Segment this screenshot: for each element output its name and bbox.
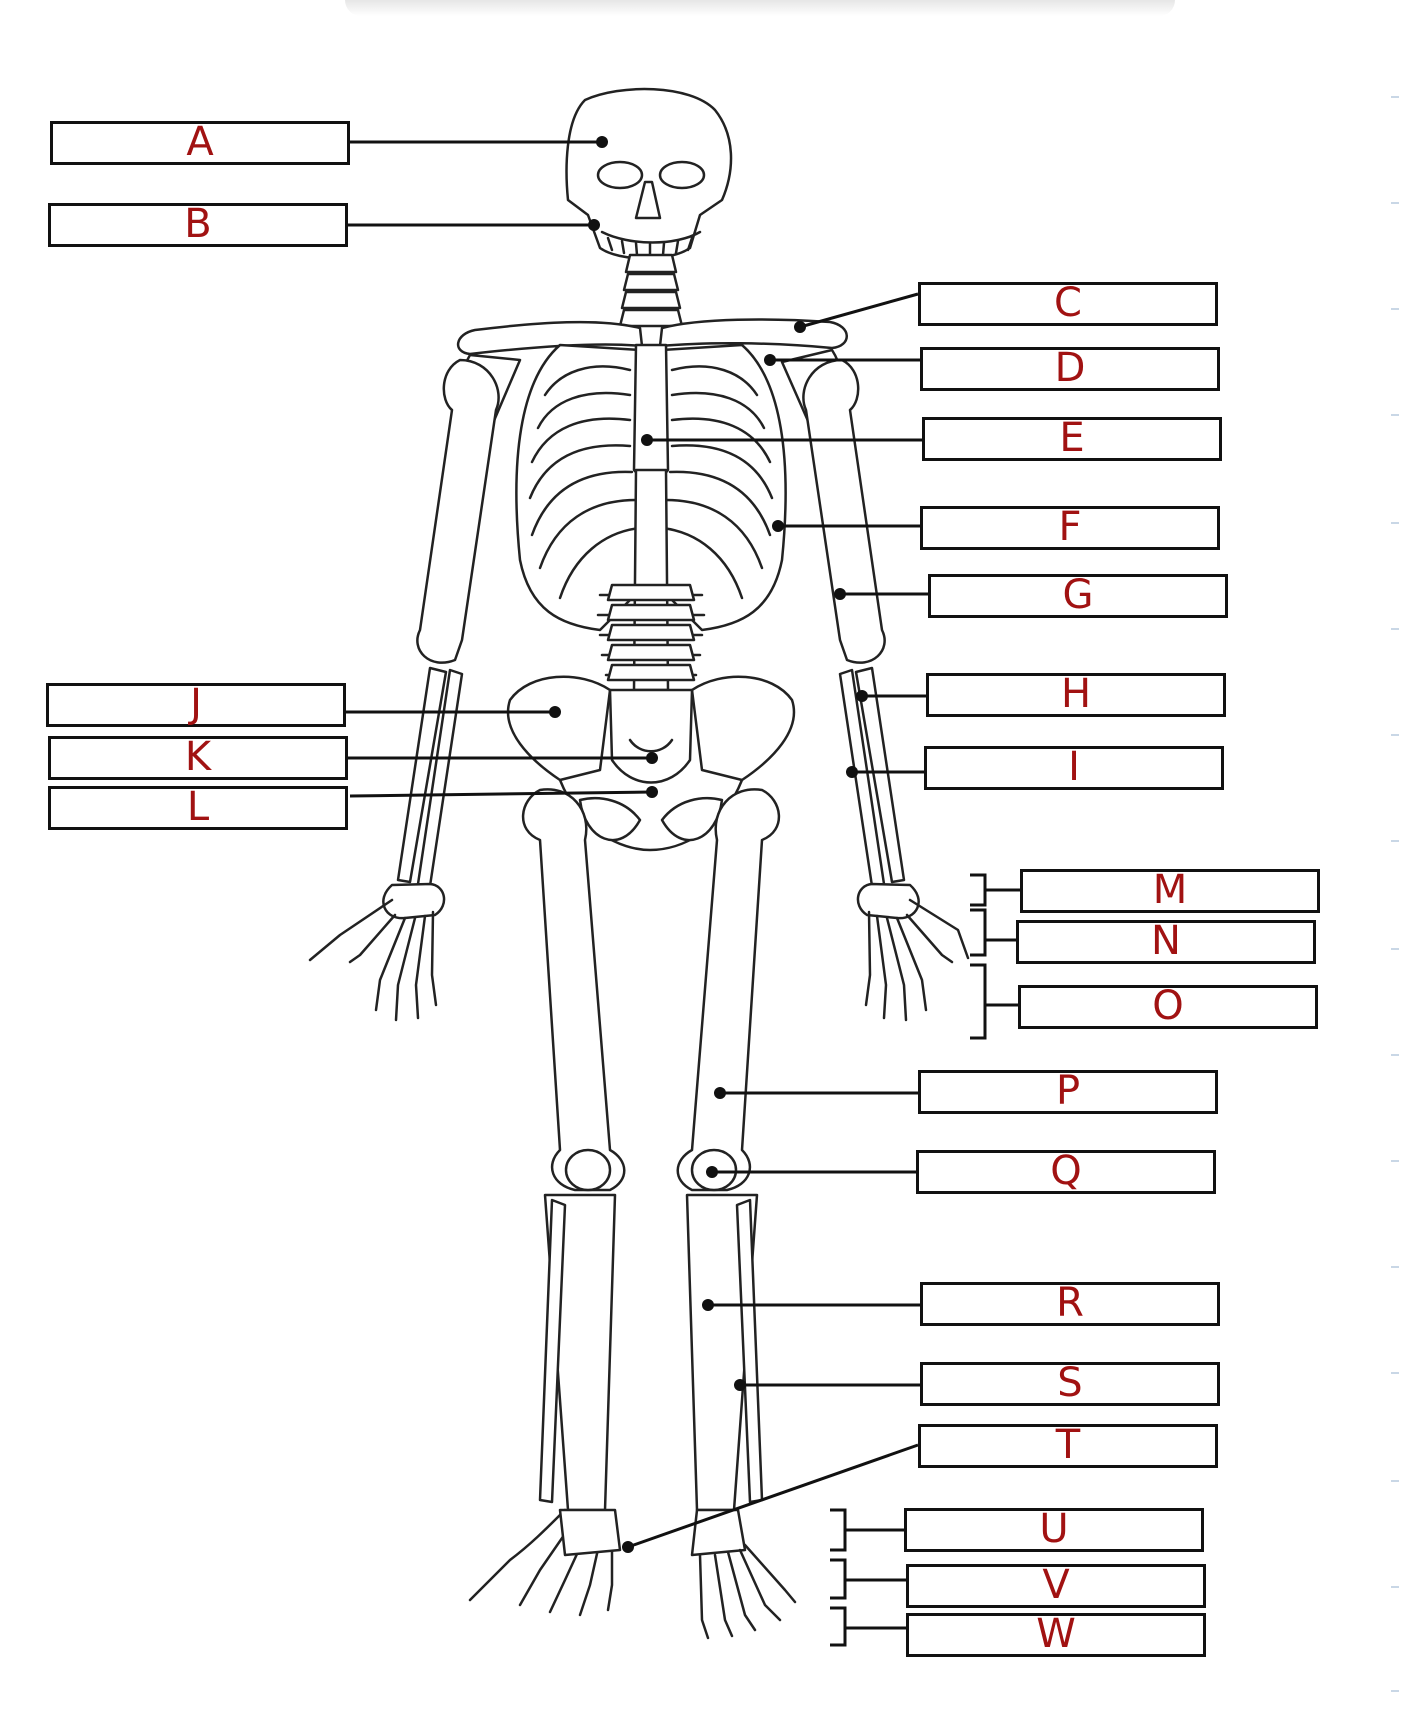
label-box-l[interactable]: L	[48, 786, 348, 830]
ruler-tick	[1391, 1480, 1399, 1482]
label-u: U	[1039, 1506, 1069, 1553]
ruler-tick	[1391, 414, 1399, 416]
label-d: D	[1054, 345, 1086, 392]
label-box-r[interactable]: R	[920, 1282, 1220, 1326]
label-f: F	[1058, 504, 1082, 551]
ruler-tick	[1391, 1690, 1399, 1692]
rib-cage	[515, 343, 787, 632]
label-l: L	[186, 784, 210, 831]
label-p: P	[1055, 1068, 1081, 1115]
label-t: T	[1055, 1422, 1081, 1469]
label-m: M	[1152, 867, 1188, 914]
label-s: S	[1057, 1360, 1083, 1407]
label-box-o[interactable]: O	[1018, 985, 1318, 1029]
label-box-i[interactable]: I	[924, 746, 1224, 790]
skull	[565, 87, 733, 260]
label-box-c[interactable]: C	[918, 282, 1218, 326]
label-box-t[interactable]: T	[918, 1424, 1218, 1468]
label-v: V	[1042, 1562, 1070, 1609]
label-box-g[interactable]: G	[928, 574, 1228, 618]
label-c: C	[1054, 280, 1082, 327]
label-box-k[interactable]: K	[48, 736, 348, 780]
left-arm-bones	[802, 358, 970, 1022]
label-b: B	[184, 201, 212, 248]
right-arm-bones	[308, 358, 500, 1022]
label-e: E	[1059, 415, 1085, 462]
label-box-w[interactable]: W	[906, 1613, 1206, 1657]
ruler-tick	[1391, 202, 1399, 204]
label-n: N	[1151, 918, 1181, 965]
label-q: Q	[1050, 1148, 1082, 1195]
ruler-tick	[1391, 308, 1399, 310]
label-g: G	[1062, 572, 1094, 619]
neck-vertebrae	[618, 253, 684, 328]
ruler-tick	[1391, 1160, 1399, 1162]
label-box-f[interactable]: F	[920, 506, 1220, 550]
label-o: O	[1152, 983, 1184, 1030]
ruler-tick	[1391, 840, 1399, 842]
label-box-p[interactable]: P	[918, 1070, 1218, 1114]
label-box-s[interactable]: S	[920, 1362, 1220, 1406]
label-box-d[interactable]: D	[920, 347, 1220, 391]
label-r: R	[1056, 1280, 1084, 1327]
ruler-tick	[1391, 1586, 1399, 1588]
edge-ruler	[1383, 0, 1403, 1721]
label-box-b[interactable]: B	[48, 203, 348, 247]
ruler-tick	[1391, 1266, 1399, 1268]
label-k: K	[184, 734, 212, 781]
vertebral-column	[596, 468, 706, 692]
label-h: H	[1060, 671, 1092, 718]
label-w: W	[1036, 1611, 1076, 1658]
label-i: I	[1068, 744, 1080, 791]
ruler-tick	[1391, 628, 1399, 630]
label-box-j[interactable]: J	[46, 683, 346, 727]
label-box-m[interactable]: M	[1020, 869, 1320, 913]
ruler-tick	[1391, 948, 1399, 950]
top-shadow	[345, 0, 1175, 16]
kneecap-right	[564, 1148, 612, 1192]
label-box-q[interactable]: Q	[916, 1150, 1216, 1194]
label-box-a[interactable]: A	[50, 121, 350, 165]
label-box-n[interactable]: N	[1016, 920, 1316, 964]
label-a: A	[186, 119, 214, 166]
label-box-h[interactable]: H	[926, 673, 1226, 717]
ruler-tick	[1391, 96, 1399, 98]
ruler-tick	[1391, 1054, 1399, 1056]
label-j: J	[190, 681, 202, 728]
ruler-tick	[1391, 1372, 1399, 1374]
label-box-e[interactable]: E	[922, 417, 1222, 461]
lower-leg-bones	[538, 1193, 764, 1512]
ruler-tick	[1391, 734, 1399, 736]
label-box-u[interactable]: U	[904, 1508, 1204, 1552]
label-box-v[interactable]: V	[906, 1564, 1206, 1608]
ruler-tick	[1391, 522, 1399, 524]
